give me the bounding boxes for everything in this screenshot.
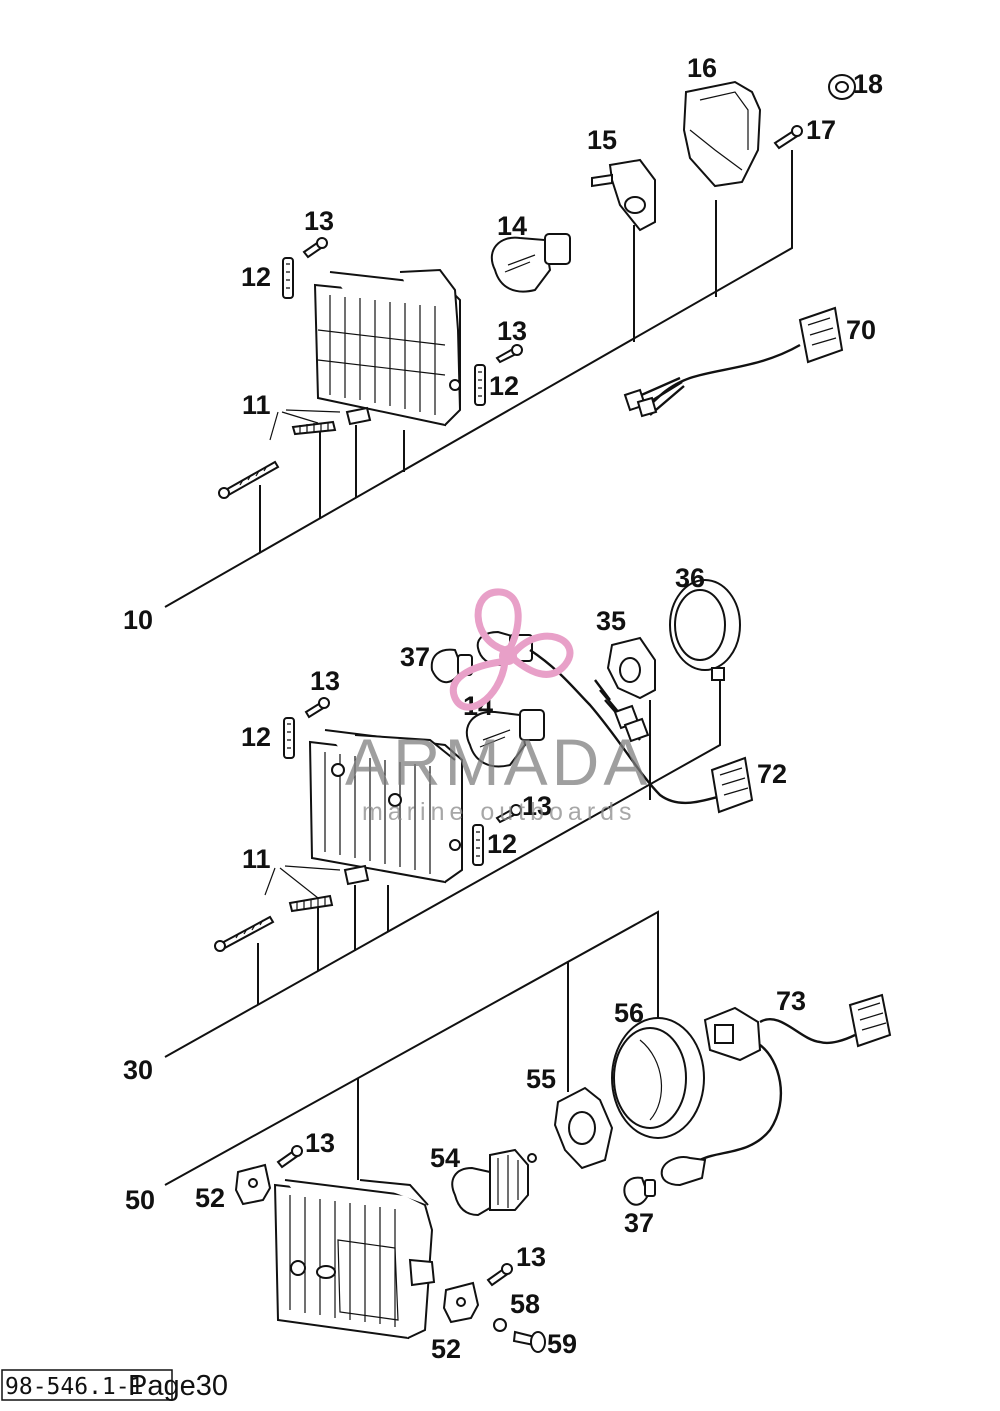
bulb-14-mid — [465, 709, 545, 768]
callout-56: 56 — [614, 998, 644, 1028]
screw-11-long — [214, 915, 275, 952]
grommet-18 — [828, 74, 856, 100]
callout-37: 37 — [400, 642, 430, 672]
assembly-10: 10 11 12 13 14 15 16 17 18 12 13 70 — [123, 53, 883, 635]
callout-16: 16 — [687, 53, 717, 83]
callout-52: 52 — [431, 1334, 461, 1364]
screw-13-top — [302, 237, 328, 259]
bulb-54 — [451, 1148, 537, 1217]
harness-73 — [660, 993, 892, 1187]
reflector-56 — [611, 1017, 705, 1139]
bracket-15 — [591, 158, 656, 232]
propeller-logo-icon — [449, 588, 574, 711]
callout-18: 18 — [853, 69, 883, 99]
clip-12-top — [283, 717, 295, 759]
callout-70: 70 — [846, 315, 876, 345]
clip-12-top — [282, 257, 294, 299]
page-number: Page30 — [128, 1370, 228, 1402]
screw-11-long — [218, 460, 280, 499]
callout-58: 58 — [510, 1289, 540, 1319]
callout-13: 13 — [497, 316, 527, 346]
callout-10: 10 — [123, 605, 153, 635]
bracket-52-top — [234, 1163, 272, 1206]
clip-12-mid — [474, 364, 486, 406]
screw-13-mid — [495, 344, 523, 364]
bulb-37-bottom — [623, 1176, 656, 1206]
callout-36: 36 — [675, 563, 705, 593]
callout-13: 13 — [305, 1128, 335, 1158]
callout-13: 13 — [304, 206, 334, 236]
harness-70 — [623, 306, 844, 418]
footer-code: 98-546.1-1 — [5, 1374, 143, 1400]
callout-55: 55 — [526, 1064, 556, 1094]
clip-12-mid — [472, 824, 484, 866]
headlamp-unit-50 — [273, 1179, 436, 1340]
nut-11 — [343, 864, 370, 886]
callout-11: 11 — [242, 390, 271, 420]
callout-17: 17 — [806, 115, 836, 145]
spring-11 — [288, 894, 334, 913]
harness-72 — [529, 649, 754, 814]
bolt-59 — [512, 1330, 546, 1353]
ring-55 — [553, 1086, 614, 1170]
assembly-30: 30 11 12 13 37 14 35 36 72 12 13 — [123, 563, 787, 1085]
bulb-37-top — [430, 648, 473, 684]
callout-37: 37 — [624, 1208, 654, 1238]
callout-12: 12 — [489, 371, 519, 401]
headlamp-unit-30 — [308, 729, 463, 884]
callout-13: 13 — [522, 791, 552, 821]
screw-13-mid — [495, 804, 522, 824]
callout-50: 50 — [125, 1185, 155, 1215]
callout-35: 35 — [596, 606, 626, 636]
callout-14: 14 — [497, 211, 527, 241]
screw-13-top — [276, 1145, 303, 1169]
callout-59: 59 — [547, 1329, 577, 1359]
bracket-52-bottom — [442, 1281, 480, 1324]
screw-13-bottom — [486, 1263, 513, 1287]
footer-code-box — [1, 1369, 173, 1401]
ring-36 — [669, 579, 741, 681]
cover-16 — [682, 80, 762, 188]
holder-35 — [606, 636, 656, 700]
callout-13: 13 — [516, 1242, 546, 1272]
callout-54: 54 — [430, 1143, 460, 1173]
screw-17 — [773, 125, 803, 150]
spring-11 — [291, 420, 337, 436]
headlamp-unit-10 — [313, 268, 461, 427]
callout-11: 11 — [242, 844, 271, 874]
callout-12: 12 — [241, 262, 271, 292]
callout-12: 12 — [241, 722, 271, 752]
nut-11 — [345, 406, 372, 426]
callout-13: 13 — [310, 666, 340, 696]
screw-13-top — [304, 697, 330, 719]
callout-30: 30 — [123, 1055, 153, 1085]
assembly-50: 50 52 13 54 55 56 73 37 13 58 52 59 — [125, 910, 892, 1364]
footer: 98-546.1-1 Page30 — [1, 1369, 228, 1402]
callout-52: 52 — [195, 1183, 225, 1213]
watermark-brand: ARMADA — [345, 725, 651, 799]
washer-58 — [493, 1318, 507, 1332]
callout-72: 72 — [757, 759, 787, 789]
watermark: ARMADA marine outboards — [345, 588, 651, 826]
bulb-14-top — [490, 233, 571, 293]
callout-15: 15 — [587, 125, 617, 155]
callout-12: 12 — [487, 829, 517, 859]
watermark-tagline: marine outboards — [362, 798, 637, 826]
callout-73: 73 — [776, 986, 806, 1016]
